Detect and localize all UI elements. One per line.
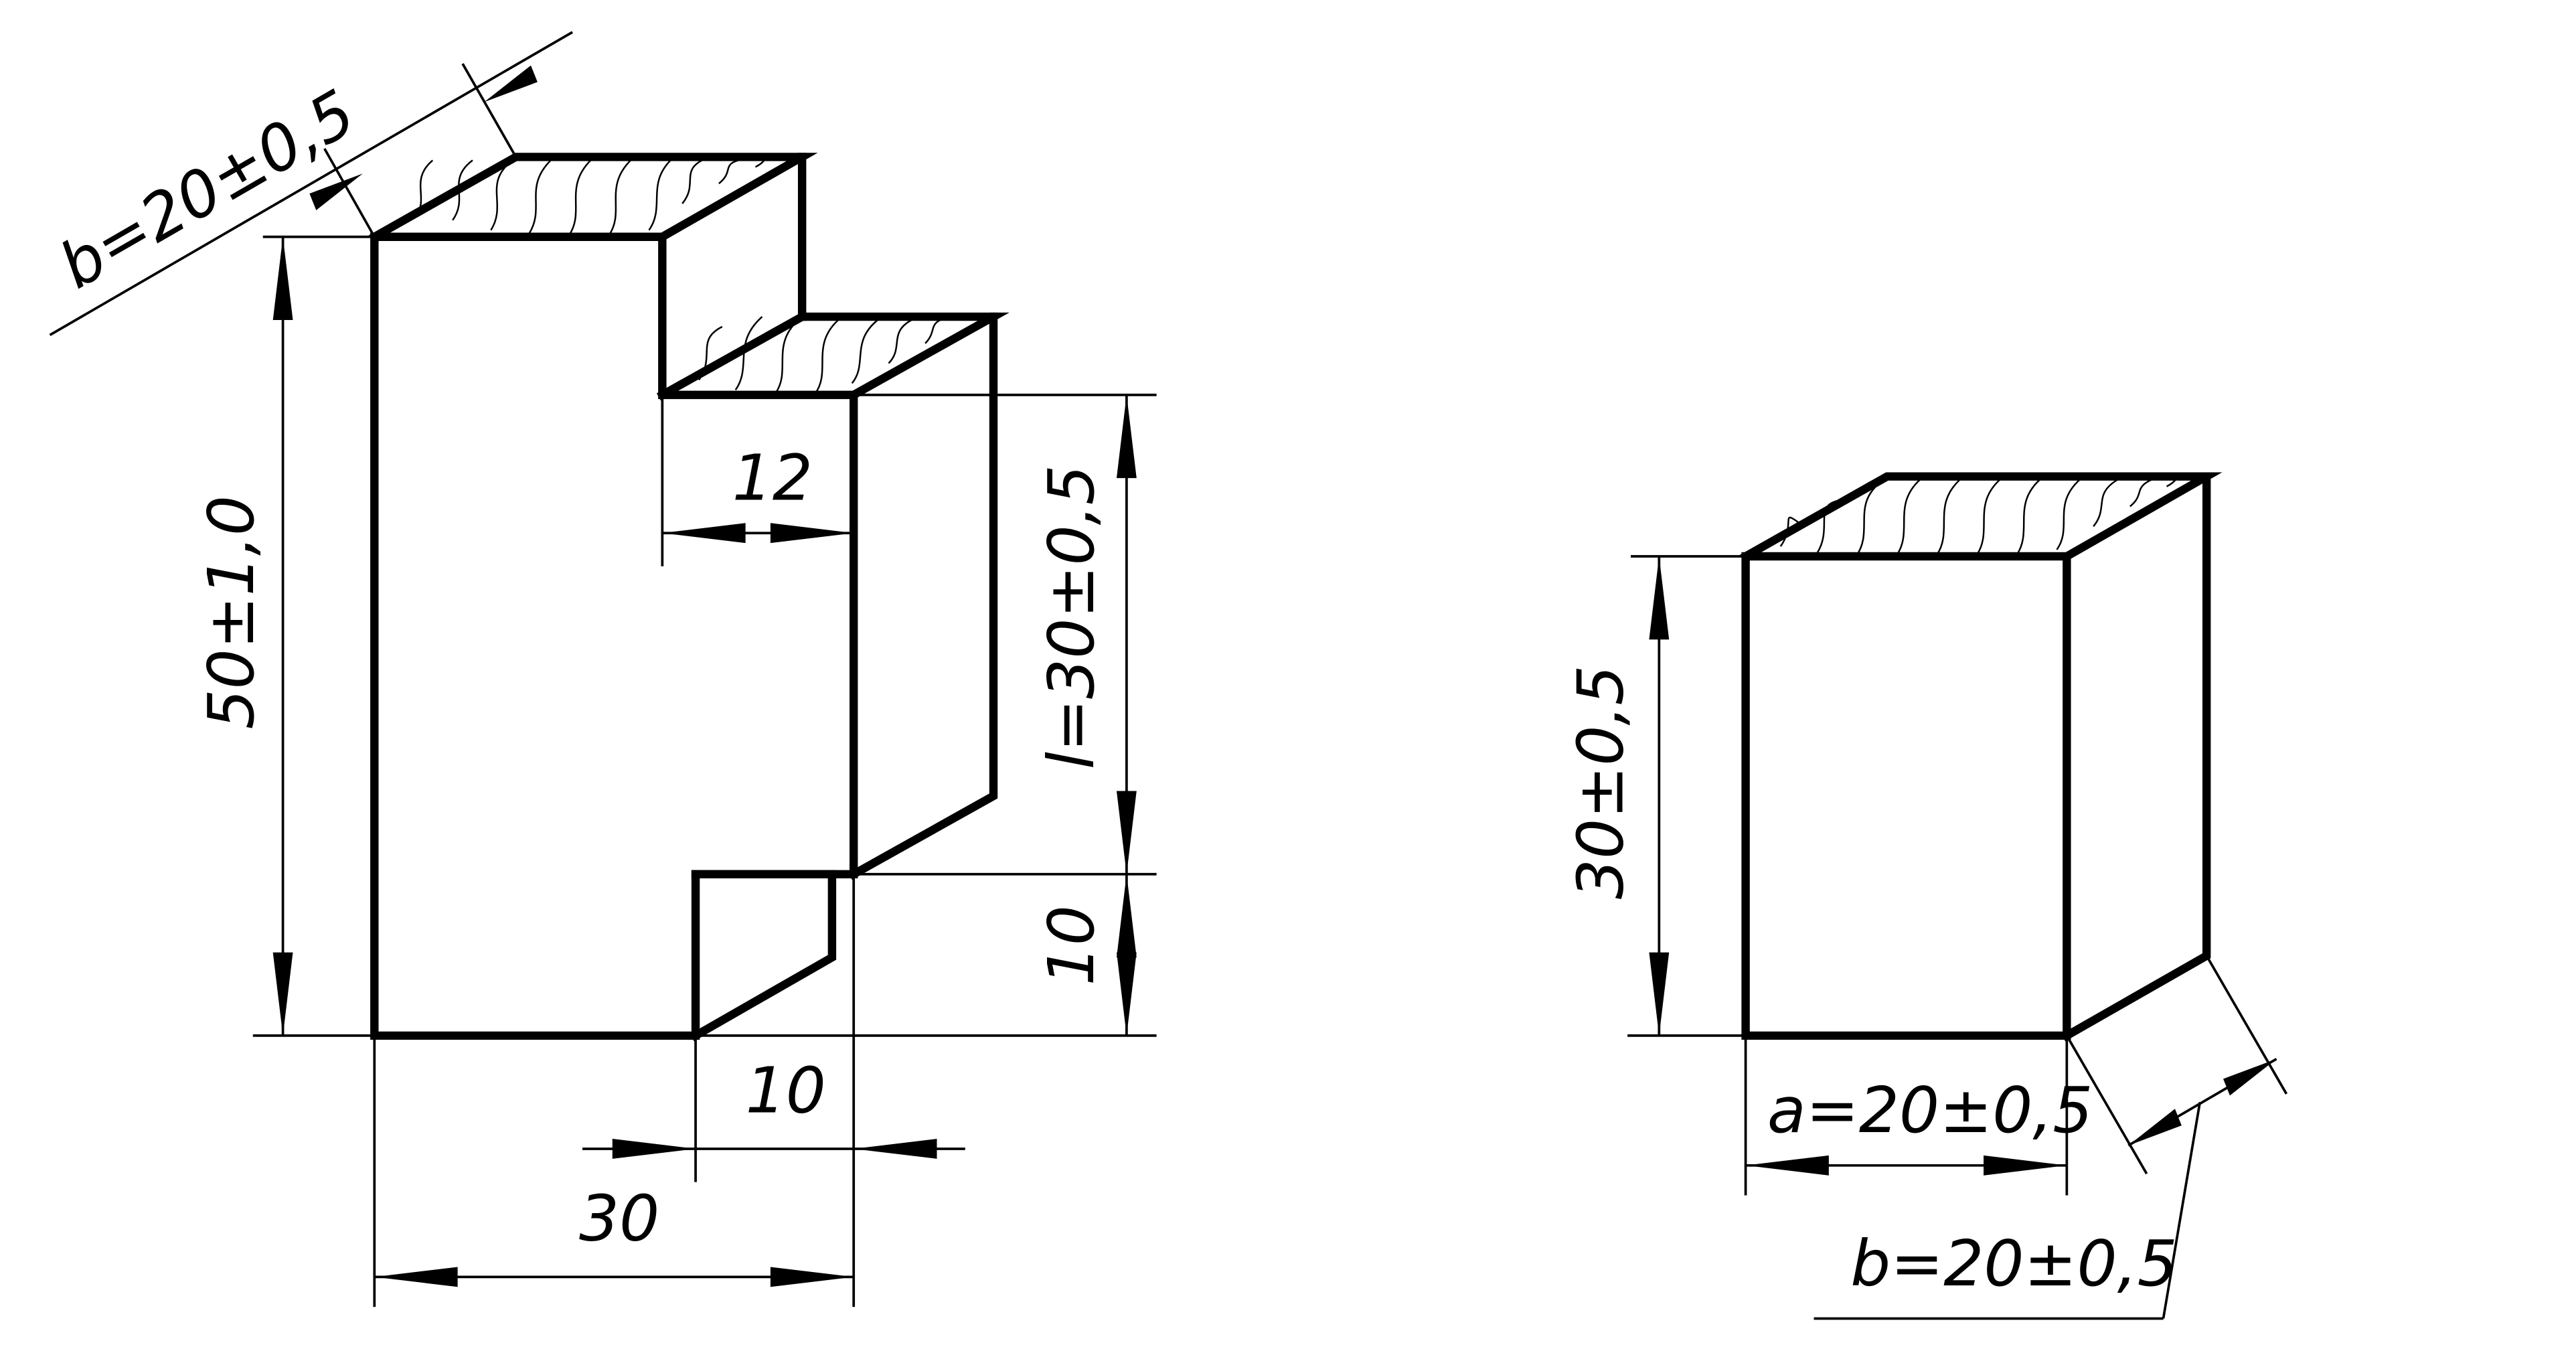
left-length-label: l=30±0,5 [1035,465,1109,769]
right-top-grain [1779,475,2190,556]
right-depth-label: b=20±0,5 [1850,1227,2178,1301]
left-step-face [656,312,1010,401]
right-side-face [2061,472,2211,1042]
right-front-width-label: a=20±0,5 [1767,1074,2093,1147]
left-tenon-label: 12 [732,441,813,515]
left-part [368,153,1010,1042]
right-part [1740,472,2223,1042]
left-total-width-label: 30 [579,1182,659,1256]
left-step-grain [698,315,953,394]
right-front-face [1741,552,2071,1040]
left-bottom-width-label: 10 [746,1054,826,1127]
left-right-side [848,312,998,880]
right-top-face [1740,472,2223,562]
left-height-label: 50±1,0 [195,495,268,729]
left-bottom-height-label: 10 [1035,905,1109,985]
right-dimensions: 30±0,5 a=20±0,5 b=20±0,5 [1564,555,2288,1320]
left-top-grain [415,157,776,236]
left-top-face [368,153,818,243]
right-height-label: 30±0,5 [1564,665,1638,899]
left-bottom-notch [690,870,837,1042]
left-width-label: b=20±0,5 [48,76,368,304]
